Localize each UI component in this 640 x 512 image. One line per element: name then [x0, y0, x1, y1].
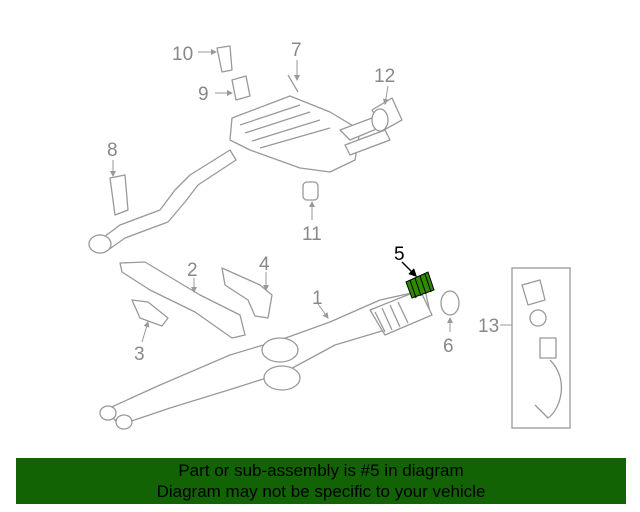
banner-line-part: Part or sub-assembly is #5 in diagram: [178, 461, 464, 480]
part-info-banner: Part or sub-assembly is #5 in diagram Di…: [16, 458, 626, 504]
callout-12: 12: [374, 66, 395, 87]
bracket-8[interactable]: [109, 174, 129, 216]
clamp-9[interactable]: [231, 75, 251, 101]
bolt-7[interactable]: [287, 74, 299, 93]
banner-line-disclaimer: Diagram may not be specific to your vehi…: [156, 482, 486, 501]
pipe-flange: [88, 234, 112, 254]
callout-3: 3: [134, 344, 145, 365]
rear-muffler[interactable]: [229, 95, 391, 173]
sensor-assembly-13[interactable]: [511, 267, 571, 429]
gasket-6[interactable]: [440, 290, 460, 316]
leader-lines: [110, 49, 512, 343]
bracket-3[interactable]: [131, 299, 169, 327]
highlighted-part-5-spring[interactable]: [405, 271, 435, 299]
callout-2: 2: [187, 260, 198, 281]
bracket-10[interactable]: [216, 45, 233, 73]
callout-6: 6: [443, 336, 454, 357]
callout-4: 4: [259, 254, 270, 275]
callout-13: 13: [478, 316, 499, 337]
intermediate-pipe[interactable]: [99, 149, 237, 251]
callout-1: 1: [312, 288, 323, 309]
bracket-4[interactable]: [221, 267, 273, 319]
callout-11: 11: [302, 224, 322, 245]
callout-10: 10: [172, 44, 193, 65]
bracket-2[interactable]: [119, 261, 246, 339]
callout-8: 8: [107, 140, 118, 161]
callout-9: 9: [198, 84, 209, 105]
exhaust-tip[interactable]: [371, 97, 403, 132]
callout-7: 7: [291, 40, 302, 61]
rubber-hanger[interactable]: [302, 181, 319, 201]
callout-5: 5: [394, 244, 405, 265]
catalytic-converter-pipe[interactable]: [99, 289, 433, 430]
